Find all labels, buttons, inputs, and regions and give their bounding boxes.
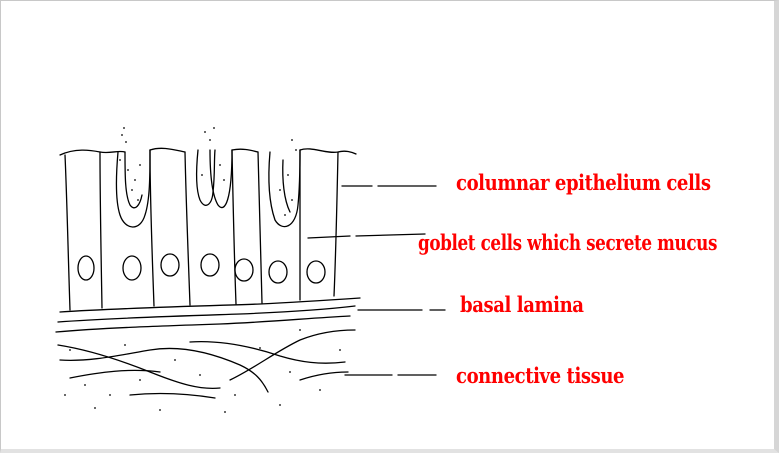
leader-line [308, 234, 425, 238]
nucleus [201, 254, 219, 276]
cell-wall [100, 152, 102, 308]
connective-fiber [190, 342, 345, 364]
label-connective-tissue: connective tissue [456, 363, 624, 388]
nucleus [307, 261, 325, 283]
goblet-cell [116, 150, 150, 227]
cell-wall [150, 150, 154, 306]
nucleus [78, 256, 94, 280]
basal-lamina [56, 316, 350, 332]
goblet-cell [283, 160, 290, 212]
cell-wall [232, 150, 236, 304]
goblet-cell [197, 150, 215, 205]
connective-fiber [60, 348, 268, 392]
connective-fiber [70, 370, 160, 378]
label-basal-lamina: basal lamina [460, 292, 584, 317]
cell-wall [65, 155, 70, 310]
cell-wall [334, 152, 338, 296]
cell-wall [258, 152, 262, 303]
goblet-cell [125, 152, 142, 208]
label-columnar-epithelium: columnar epithelium cells [456, 170, 711, 195]
cell-wall [185, 152, 190, 305]
nucleus [161, 254, 179, 276]
label-goblet-cells: goblet cells which secrete mucus [418, 230, 717, 255]
apical-surface [60, 148, 356, 155]
nucleus [235, 259, 253, 281]
connective-fiber [130, 394, 215, 398]
goblet-cell [210, 150, 232, 208]
basal-lamina [58, 306, 355, 322]
nucleus [123, 256, 141, 280]
connective-fiber [300, 372, 348, 380]
nucleus [269, 261, 287, 283]
